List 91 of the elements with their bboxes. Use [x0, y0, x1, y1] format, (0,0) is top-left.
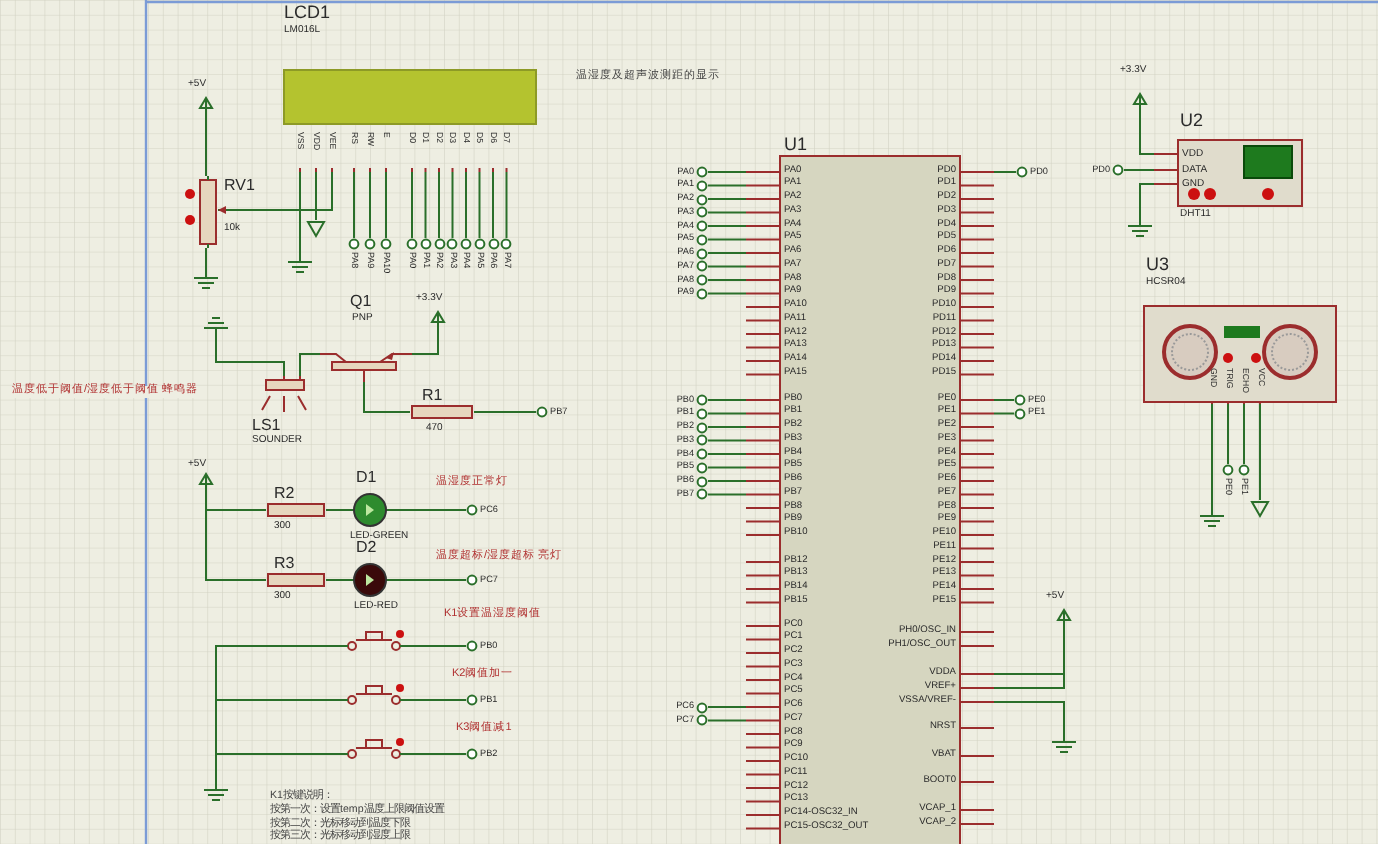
wire [707, 480, 747, 482]
wire [438, 171, 440, 239]
wire [267, 171, 333, 211]
wire [505, 171, 508, 239]
component-label: D2 [356, 540, 377, 556]
component-label: RV1 [224, 178, 255, 194]
wire [707, 211, 747, 214]
wire [707, 453, 747, 455]
wire [478, 171, 481, 239]
ultrasonic-sensor [1140, 256, 1340, 404]
wire [707, 184, 747, 187]
wire [299, 353, 321, 377]
wire [205, 247, 207, 273]
wire [707, 412, 747, 415]
component-label: D1 [356, 470, 377, 486]
wire [993, 631, 1065, 689]
wire [473, 411, 537, 413]
wire [707, 265, 747, 268]
ground-symbol [202, 784, 230, 802]
wire [1211, 403, 1213, 511]
wire [363, 381, 411, 413]
component-label: LS1 [252, 418, 281, 434]
wire [215, 753, 345, 785]
potentiometer [184, 176, 268, 248]
wire [424, 171, 427, 239]
component-label: R3 [274, 556, 295, 572]
wire [1139, 183, 1155, 221]
component-label: Q1 [350, 294, 372, 310]
ground-symbol [286, 256, 314, 274]
wire [411, 171, 413, 239]
wire [385, 171, 387, 239]
lcd-display [280, 4, 540, 172]
push-button-symbol [344, 680, 404, 708]
microcontroller-chip [746, 136, 994, 844]
component-label: R1 [422, 388, 443, 404]
triangle-terminal [306, 220, 326, 238]
wire [707, 292, 747, 295]
wire [993, 399, 1015, 401]
wire [325, 509, 341, 511]
wire [1123, 169, 1155, 171]
wire [369, 171, 371, 239]
ground-symbol [1198, 510, 1226, 528]
push-button-symbol [344, 734, 404, 762]
wire [707, 225, 747, 227]
wire [451, 171, 454, 239]
wire [205, 119, 207, 177]
component-label: LCD1 [284, 4, 331, 22]
wire [205, 495, 267, 581]
wire [707, 719, 747, 722]
wire [707, 439, 747, 442]
wire [707, 171, 747, 173]
component-label: R2 [274, 486, 295, 502]
wire [1259, 403, 1261, 501]
wire [993, 412, 1015, 415]
ground-symbol [1050, 736, 1078, 754]
ground-symbol [192, 272, 220, 290]
wire [707, 706, 747, 708]
wire [215, 335, 285, 377]
wire [353, 171, 355, 239]
wire [707, 279, 747, 281]
wire [465, 171, 467, 239]
component-label: U3 [1146, 256, 1170, 274]
wire [707, 252, 747, 254]
wire [315, 171, 317, 221]
ground-symbol [202, 316, 230, 336]
wire [707, 493, 747, 496]
wire [1243, 403, 1245, 465]
wire [707, 399, 747, 401]
wire [299, 171, 301, 257]
component-label: U2 [1180, 112, 1204, 130]
wire [403, 645, 467, 647]
wire [411, 333, 439, 355]
component-label: U1 [784, 136, 808, 154]
wire [707, 238, 747, 241]
wire [325, 579, 341, 581]
wire [492, 171, 494, 239]
wire [1139, 115, 1155, 155]
wire [429, 579, 467, 581]
wire [993, 701, 1065, 737]
wire [707, 466, 747, 469]
triangle-terminal [1250, 500, 1270, 518]
wire [993, 171, 1017, 173]
push-button-symbol [344, 626, 404, 654]
wire [1227, 403, 1229, 465]
ground-symbol [1126, 220, 1154, 238]
wire [429, 509, 467, 511]
wire [707, 198, 747, 200]
wire [707, 426, 747, 428]
transistor-symbol [320, 294, 412, 382]
wire [403, 699, 467, 701]
wire [403, 753, 467, 755]
